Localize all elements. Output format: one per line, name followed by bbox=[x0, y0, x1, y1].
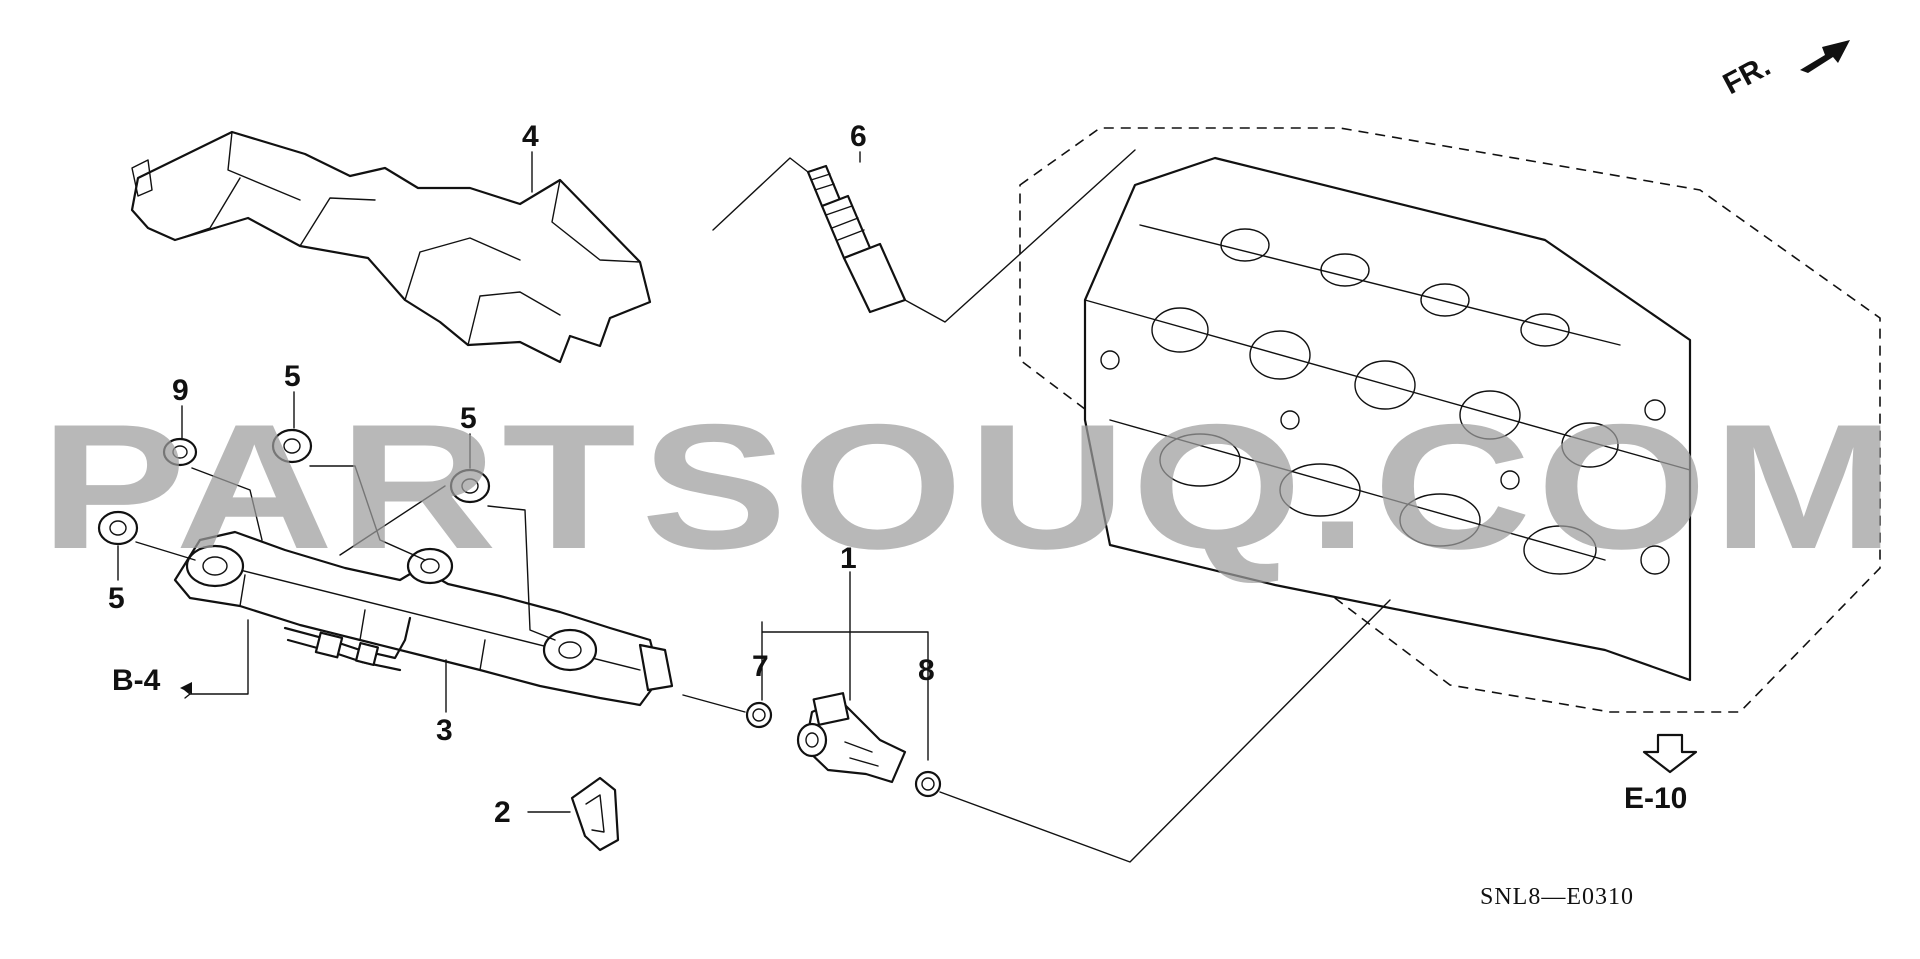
callout-5-top: 5 bbox=[284, 360, 301, 393]
part-5-grommet-c bbox=[97, 510, 196, 561]
part-7-o-ring bbox=[745, 701, 773, 729]
part-3-fuel-rail bbox=[173, 530, 674, 707]
callout-6: 6 bbox=[850, 120, 867, 153]
part-5-grommet-b bbox=[449, 468, 556, 641]
drawing-code: SNL8—E0310 bbox=[1480, 884, 1634, 910]
cylinder-head bbox=[1083, 156, 1692, 682]
cross-ref-e10[interactable]: E-10 bbox=[1624, 733, 1698, 815]
leader-rail-dashed bbox=[339, 485, 446, 556]
part-4-fuel-rail-cover bbox=[130, 130, 652, 364]
part-1-fuel-injector bbox=[796, 692, 907, 784]
callout-9: 9 bbox=[172, 374, 189, 407]
cross-ref-e10-label: E-10 bbox=[1624, 782, 1687, 815]
part-2-injector-clip bbox=[570, 776, 620, 852]
watermark-text: PARTSOUQ.COM bbox=[40, 387, 1900, 586]
part-9-grommet bbox=[162, 437, 263, 541]
part-6-stud-bolt bbox=[712, 149, 1136, 323]
cross-ref-b4-label: B-4 bbox=[112, 664, 161, 697]
cross-ref-b4[interactable]: B-4 bbox=[112, 664, 192, 697]
callout-2: 2 bbox=[494, 796, 511, 829]
front-direction-indicator: FR. bbox=[1718, 40, 1850, 101]
front-label: FR. bbox=[1718, 49, 1776, 101]
callout-8: 8 bbox=[918, 654, 935, 687]
cylinder-head-dashed-boundary bbox=[1019, 127, 1881, 713]
callout-3: 3 bbox=[436, 714, 453, 747]
arrow-down-icon bbox=[1642, 733, 1698, 774]
cylinder-head-group bbox=[1019, 127, 1881, 713]
callout-4: 4 bbox=[522, 120, 539, 153]
callout-7: 7 bbox=[752, 650, 769, 683]
arrow-left-icon bbox=[180, 682, 192, 694]
front-arrow-icon bbox=[1800, 40, 1850, 73]
callouts: 4 6 9 5 5 5 3 2 1 7 8 bbox=[108, 120, 935, 829]
callout-5-left: 5 bbox=[108, 582, 125, 615]
injector-to-head-leader bbox=[939, 599, 1391, 863]
part-5-grommet-a bbox=[271, 428, 426, 561]
part-8-o-ring bbox=[914, 770, 942, 798]
injector-leader-lines bbox=[682, 571, 929, 761]
callout-1: 1 bbox=[840, 542, 857, 575]
callout-5-mid: 5 bbox=[460, 402, 477, 435]
